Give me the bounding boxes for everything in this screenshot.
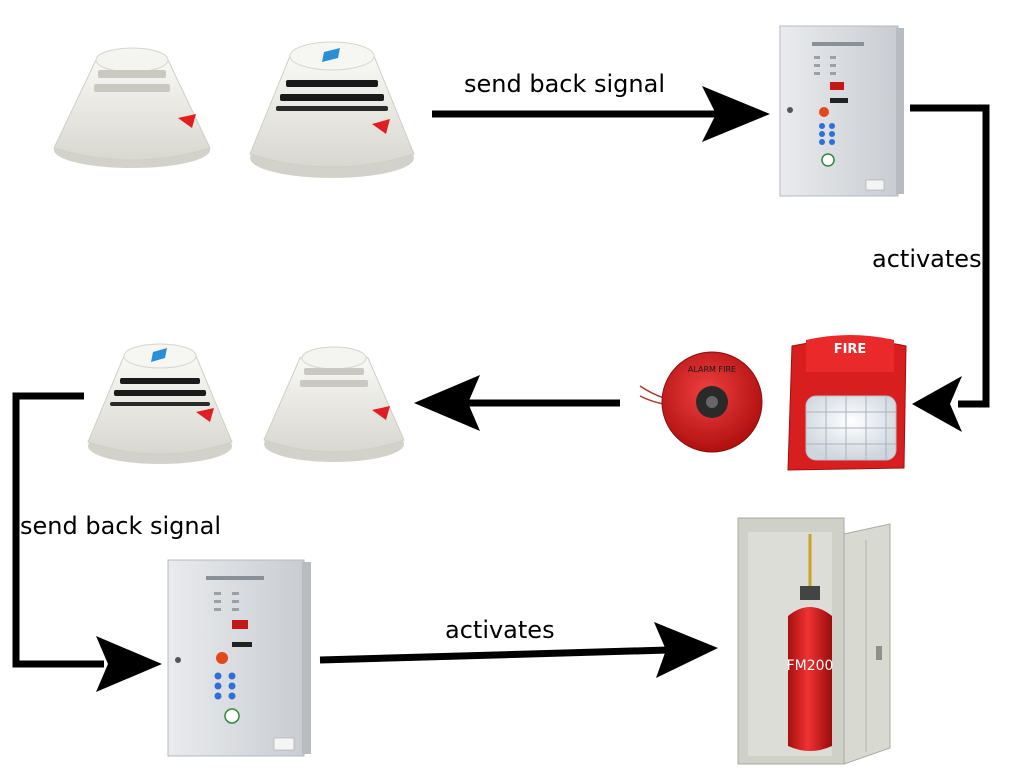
fire-alarm-panel-icon [167,559,311,757]
send-back-signal-label: send back signal [20,512,221,540]
fm200-cabinet-icon: FM200 [737,517,891,765]
strobe-label: FIRE [834,342,867,357]
signal-arrow [414,375,620,431]
fire-strobe-siren-icon: FIRE [787,335,907,471]
smoke-detector-icon [53,47,211,168]
fire-alarm-panel-icon [779,25,904,197]
activates-label: activates [445,616,555,644]
bell-label: ALARM FIRE [688,365,736,374]
smoke-detector-icon [249,41,415,178]
activates-label: activates [872,245,982,273]
smoke-detector-icon [263,346,405,462]
signal-arrow [12,392,162,692]
smoke-detector-icon [87,343,233,464]
activation-arrow [910,104,990,432]
signal-arrow [432,86,770,142]
alarm-bell-icon: ALARM FIRE [639,351,763,453]
send-back-signal-label: send back signal [464,70,665,98]
activation-arrow [319,622,718,678]
cylinder-label: FM200 [787,658,834,674]
